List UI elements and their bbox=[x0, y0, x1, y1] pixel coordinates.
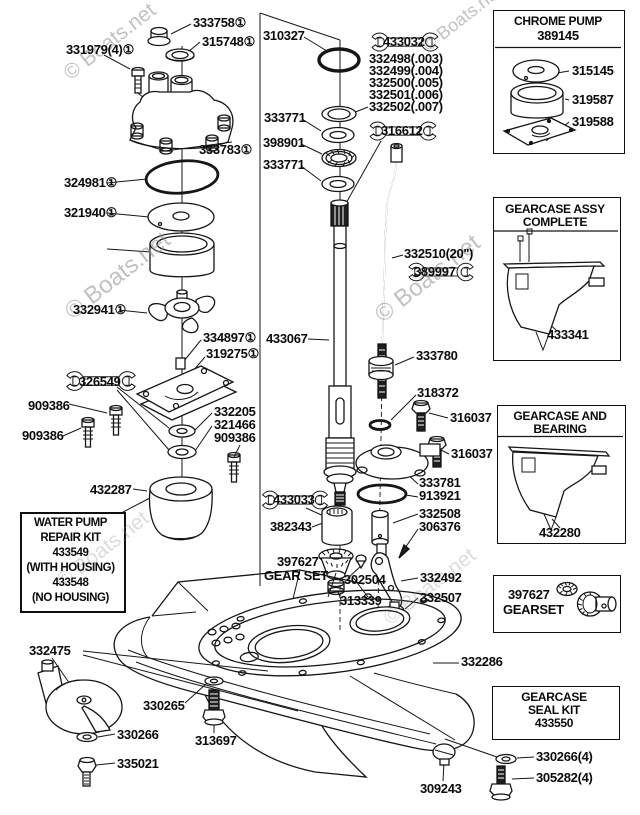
gearset-box bbox=[493, 575, 621, 633]
part-label-313339: 313339 bbox=[340, 593, 382, 608]
part-label-318372: 318372 bbox=[417, 385, 459, 400]
seal-kit-number: 433550 bbox=[534, 716, 574, 730]
part-label-398901: 398901 bbox=[263, 135, 305, 150]
seal-kit-title-2: SEAL KIT bbox=[527, 703, 581, 717]
part-label-332507: 332507 bbox=[420, 590, 462, 605]
part-label-382343: 382343 bbox=[270, 519, 312, 534]
part-label-332508: 332508 bbox=[419, 506, 461, 521]
part-label-397627: 397627 bbox=[277, 554, 319, 569]
part-label-319587: 319587 bbox=[572, 92, 614, 107]
part-label-313697: 313697 bbox=[195, 733, 237, 748]
part-label-909386: 909386 bbox=[214, 430, 256, 445]
shift-rod-art bbox=[318, 142, 447, 618]
water-pump-stack-art bbox=[81, 26, 241, 541]
part-label-306376: 306376 bbox=[419, 519, 461, 534]
chrome-pump-box bbox=[493, 10, 625, 154]
gearcase-assy-title-1: GEARCASE ASSY bbox=[505, 202, 605, 216]
part-label-330266-4: 330266(4) bbox=[536, 749, 593, 764]
bottom-hardware-art bbox=[37, 659, 517, 801]
part-label-324981: 324981① bbox=[64, 175, 117, 190]
part-label-319588: 319588 bbox=[572, 114, 614, 129]
seal-kit-title-1: GEARCASE bbox=[521, 690, 587, 704]
part-label-316612: 316612 bbox=[381, 123, 423, 138]
chrome-pump-number: 389145 bbox=[537, 28, 579, 43]
part-label-gear-set: GEAR SET bbox=[264, 568, 329, 583]
driveshaft-stack-art bbox=[317, 47, 361, 506]
part-label-315145: 315145 bbox=[572, 63, 614, 78]
gearcase-bearing-box bbox=[497, 405, 626, 544]
part-label-333758: 333758① bbox=[193, 15, 246, 30]
water-pump-kit-line-6: (NO HOUSING) bbox=[32, 592, 109, 604]
part-label-309243: 309243 bbox=[420, 781, 462, 796]
part-label-326549: 326549 bbox=[79, 374, 121, 389]
part-label-332500: 332500(.005) bbox=[369, 75, 443, 90]
part-label-333781: 333781 bbox=[419, 475, 461, 490]
part-label-432280: 432280 bbox=[539, 525, 581, 540]
part-label-333771: 333771 bbox=[264, 110, 306, 125]
seal-kit-box bbox=[492, 686, 620, 740]
part-label-909386: 909386 bbox=[22, 428, 64, 443]
part-label-333771: 333771 bbox=[263, 157, 305, 172]
part-label-330265: 330265 bbox=[143, 698, 185, 713]
gearcase-assy-title-2: COMPLETE bbox=[522, 215, 588, 229]
water-pump-kit-line-1: WATER PUMP bbox=[33, 517, 108, 529]
part-label-333780: 333780 bbox=[416, 348, 458, 363]
water-pump-kit-line-4: (WITH HOUSING) bbox=[26, 562, 115, 574]
gearset-box-number: 397627 bbox=[508, 587, 550, 602]
part-label-332501: 332501(.006) bbox=[369, 87, 443, 102]
gearcase-housing-art bbox=[113, 569, 475, 778]
part-label-321466: 321466 bbox=[214, 417, 256, 432]
part-label-332286: 332286 bbox=[461, 654, 503, 669]
leader-lines bbox=[51, 23, 570, 782]
part-label-316037: 316037 bbox=[451, 446, 493, 461]
part-label-332205: 332205 bbox=[214, 404, 256, 419]
part-label-315748: 315748① bbox=[202, 34, 255, 49]
part-label-389997: 389997 bbox=[414, 264, 456, 279]
part-label-332475: 332475 bbox=[29, 643, 71, 658]
part-label-335021: 335021 bbox=[117, 756, 159, 771]
part-label-332510: 332510(20'') bbox=[404, 246, 474, 261]
part-label-310327: 310327 bbox=[263, 28, 305, 43]
gearcase-bearing-title-1: GEARCASE AND bbox=[513, 409, 607, 423]
part-label-319275: 319275① bbox=[206, 346, 259, 361]
water-pump-kit-line-5: 433548 bbox=[52, 577, 89, 589]
part-label-334897: 334897① bbox=[203, 330, 256, 345]
part-label-433032: 433032 bbox=[383, 34, 425, 49]
part-label-330266: 330266 bbox=[117, 727, 159, 742]
part-label-321940: 321940① bbox=[64, 205, 117, 220]
part-label-333783: 333783① bbox=[199, 142, 252, 157]
part-label-332498: 332498(.003) bbox=[369, 51, 443, 66]
part-label-913921: 913921 bbox=[419, 488, 461, 503]
gearcase-bearing-title-2: BEARING bbox=[533, 422, 587, 436]
part-label-433033: 433033 bbox=[273, 492, 315, 507]
gearset-box-label: GEARSET bbox=[503, 602, 564, 617]
gearcase-assy-box bbox=[493, 197, 621, 361]
part-label-332492: 332492 bbox=[420, 570, 462, 585]
part-label-305282-4: 305282(4) bbox=[536, 770, 593, 785]
part-label-432287: 432287 bbox=[90, 482, 132, 497]
part-label-332499: 332499(.004) bbox=[369, 63, 443, 78]
part-label-332502: 332502(.007) bbox=[369, 99, 443, 114]
box-art bbox=[494, 46, 623, 617]
part-label-332941: 332941① bbox=[73, 302, 126, 317]
water-pump-kit-line-2: REPAIR KIT bbox=[40, 532, 101, 544]
part-label-909386: 909386 bbox=[28, 398, 70, 413]
chrome-pump-title: CHROME PUMP bbox=[513, 14, 603, 28]
part-label-316037: 316037 bbox=[450, 410, 492, 425]
part-label-302504: 302504 bbox=[344, 572, 386, 587]
water-pump-kit-box bbox=[20, 512, 126, 613]
water-pump-kit-line-3: 433549 bbox=[52, 547, 89, 559]
part-label-433341: 433341 bbox=[547, 327, 589, 342]
part-label-433067: 433067 bbox=[266, 331, 308, 346]
part-label-331979: 331979(4)① bbox=[66, 42, 134, 57]
